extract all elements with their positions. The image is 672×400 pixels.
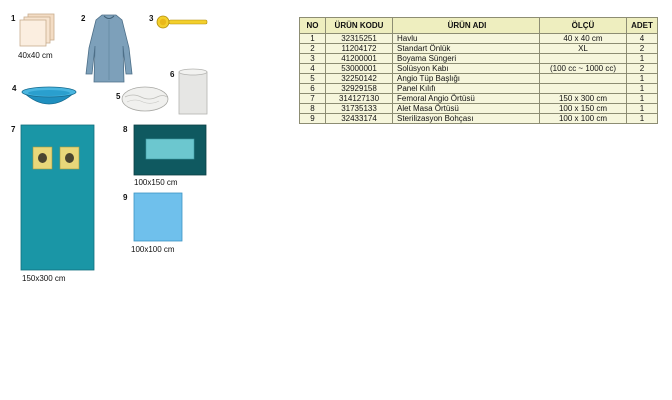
femoral-drape-image (20, 124, 95, 271)
cell-qty: 1 (626, 103, 658, 114)
cell-no: 1 (299, 33, 326, 44)
cell-qty: 1 (626, 83, 658, 94)
item-5-number: 5 (116, 92, 121, 101)
item-1-caption: 40x40 cm (18, 51, 53, 60)
cell-size: 40 x 40 cm (539, 33, 627, 44)
product-table: NO ÜRÜN KODU ÜRÜN ADI ÖLÇÜ ADET 1 323152… (299, 17, 658, 124)
item-7-caption: 150x300 cm (22, 274, 66, 283)
cell-size: 100 x 100 cm (539, 113, 627, 124)
cell-size (539, 53, 627, 64)
cell-code: 32929158 (325, 83, 393, 94)
table-row: 9 32433174 Sterilizasyon Bohçası 100 x 1… (299, 113, 658, 124)
cell-no: 7 (299, 93, 326, 104)
table-row: 8 31735133 Alet Masa Örtüsü 100 x 150 cm… (299, 103, 658, 114)
cell-no: 9 (299, 113, 326, 124)
solution-bowl-image (21, 86, 77, 105)
item-4-number: 4 (12, 84, 17, 93)
sterilization-wrap-image (133, 192, 183, 242)
item-8-caption: 100x150 cm (134, 178, 178, 187)
cell-name: Standart Önlük (392, 43, 540, 54)
cell-no: 5 (299, 73, 326, 84)
item-9-number: 9 (123, 193, 128, 202)
cell-qty: 1 (626, 53, 658, 64)
cell-no: 6 (299, 83, 326, 94)
tube-cover-image (121, 86, 169, 112)
cell-qty: 1 (626, 113, 658, 124)
cell-code: 32433174 (325, 113, 393, 124)
surgical-gown-image (85, 14, 133, 83)
cell-qty: 1 (626, 73, 658, 84)
table-row: 2 11204172 Standart Önlük XL 2 (299, 43, 658, 54)
cell-no: 8 (299, 103, 326, 114)
item-6-number: 6 (170, 70, 175, 79)
item-9-caption: 100x100 cm (131, 245, 175, 254)
cell-size (539, 83, 627, 94)
cell-code: 32250142 (325, 73, 393, 84)
cell-size: 150 x 300 cm (539, 93, 627, 104)
table-row: 6 32929158 Panel Kılıfı 1 (299, 83, 658, 94)
table-row: 4 53000001 Solüsyon Kabı (100 cc ~ 1000 … (299, 63, 658, 74)
cell-name: Boyama Süngeri (392, 53, 540, 64)
cell-code: 32315251 (325, 33, 393, 44)
table-row: 1 32315251 Havlu 40 x 40 cm 4 (299, 33, 658, 44)
towel-stack-image (19, 13, 55, 47)
panel-cover-image (178, 68, 208, 115)
cell-size (539, 73, 627, 84)
cell-size: XL (539, 43, 627, 54)
cell-name: Alet Masa Örtüsü (392, 103, 540, 114)
cell-qty: 4 (626, 33, 658, 44)
cell-qty: 1 (626, 93, 658, 104)
cell-code: 31735133 (325, 103, 393, 114)
header-size: ÖLÇÜ (539, 17, 627, 34)
cell-size: (100 cc ~ 1000 cc) (539, 63, 627, 74)
table-row: 7 314127130 Femoral Angio Örtüsü 150 x 3… (299, 93, 658, 104)
instrument-table-cover-image (133, 124, 207, 176)
cell-code: 11204172 (325, 43, 393, 54)
item-1-number: 1 (11, 14, 16, 23)
cell-no: 2 (299, 43, 326, 54)
cell-name: Femoral Angio Örtüsü (392, 93, 540, 104)
cell-no: 4 (299, 63, 326, 74)
cell-code: 314127130 (325, 93, 393, 104)
header-code: ÜRÜN KODU (325, 17, 393, 34)
cell-name: Panel Kılıfı (392, 83, 540, 94)
cell-name: Sterilizasyon Bohçası (392, 113, 540, 124)
table-row: 3 41200001 Boyama Süngeri 1 (299, 53, 658, 64)
cell-name: Angio Tüp Başlığı (392, 73, 540, 84)
table-header-row: NO ÜRÜN KODU ÜRÜN ADI ÖLÇÜ ADET (299, 17, 658, 34)
cell-code: 53000001 (325, 63, 393, 74)
cell-code: 41200001 (325, 53, 393, 64)
cell-name: Solüsyon Kabı (392, 63, 540, 74)
item-3-number: 3 (149, 14, 154, 23)
cell-qty: 2 (626, 43, 658, 54)
header-qty: ADET (626, 17, 658, 34)
cell-size: 100 x 150 cm (539, 103, 627, 114)
table-row: 5 32250142 Angio Tüp Başlığı 1 (299, 73, 658, 84)
item-2-number: 2 (81, 14, 86, 23)
item-7-number: 7 (11, 125, 16, 134)
cell-qty: 2 (626, 63, 658, 74)
item-8-number: 8 (123, 125, 128, 134)
header-name: ÜRÜN ADI (392, 17, 540, 34)
cell-no: 3 (299, 53, 326, 64)
cell-name: Havlu (392, 33, 540, 44)
header-no: NO (299, 17, 326, 34)
paint-sponge-image (156, 15, 208, 29)
